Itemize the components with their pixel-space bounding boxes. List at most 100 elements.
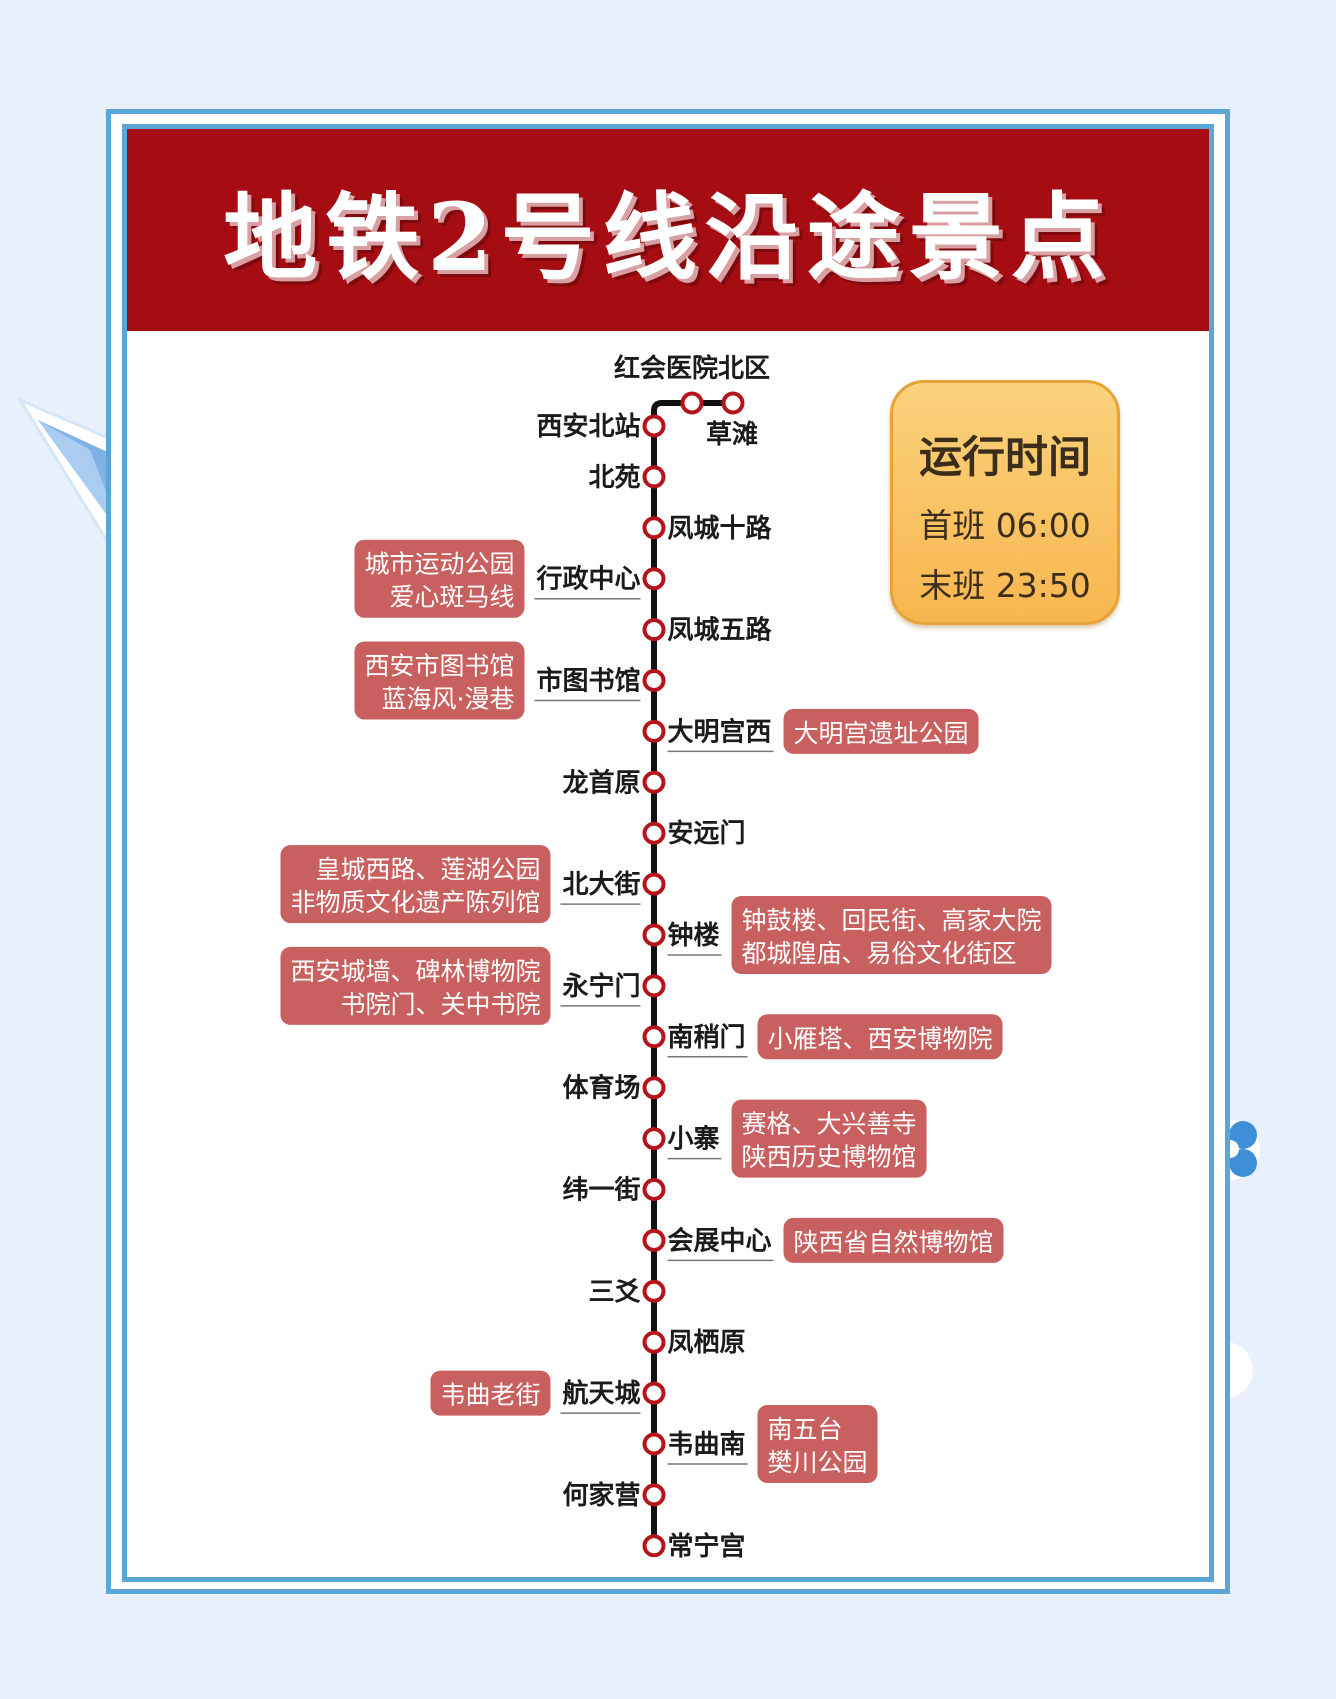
poi-text: 西安市图书馆 <box>364 652 514 681</box>
station-marker-16 <box>642 1228 666 1252</box>
poi-text: 韦曲老街 <box>440 1381 540 1410</box>
operating-hours-card: 运行时间 首班 06:00 末班 23:50 <box>890 380 1120 625</box>
metro-line-track <box>651 400 733 1546</box>
poi-text: 钟鼓楼、回民街、高家大院 <box>742 906 1042 935</box>
station-marker-1 <box>642 465 666 489</box>
station-marker-10 <box>642 923 666 947</box>
station-label: 大明宫西 <box>668 716 772 747</box>
poi-box-bg <box>354 539 525 618</box>
poi-box-bg <box>430 1370 551 1416</box>
poi-text: 蓝海风·漫巷 <box>382 685 515 714</box>
poi-box-bg <box>783 1217 1004 1263</box>
poi-text: 皇城西路、莲湖公园 <box>315 855 540 884</box>
station-label: 凤城五路 <box>668 615 773 646</box>
last-train-time: 23:50 <box>995 566 1091 605</box>
station-label: 永宁门 <box>562 971 640 1002</box>
station-label: 北大街 <box>562 870 640 900</box>
station-label: 会展中心 <box>668 1226 772 1256</box>
station-label: 韦曲南 <box>668 1430 746 1460</box>
poi-text: 西安城墙、碑林博物院 <box>290 957 540 986</box>
station-marker-14 <box>642 1127 666 1151</box>
station-marker-12 <box>642 1025 666 1049</box>
station-label: 三爻 <box>588 1277 640 1307</box>
poi-text: 赛格、大兴善寺 <box>742 1110 917 1139</box>
poi-box-bg <box>783 708 979 754</box>
station-marker-8 <box>642 821 666 845</box>
station-label: 体育场 <box>562 1073 640 1104</box>
station-marker-19 <box>642 1381 666 1405</box>
poi-box-bg <box>757 1405 878 1483</box>
poi-text: 城市运动公园 <box>364 550 514 579</box>
poi-text: 小雁塔、西安博物院 <box>768 1024 993 1053</box>
poi-text: 书院门、关中书院 <box>340 990 540 1019</box>
station-marker-caotan <box>680 391 704 415</box>
station-label: 常宁宫 <box>668 1531 746 1562</box>
poi-text: 都城隍庙、易俗文化街区 <box>742 939 1017 968</box>
poi-text: 爱心斑马线 <box>389 583 514 612</box>
poi-text: 非物质文化遗产陈列馆 <box>290 888 540 917</box>
station-marker-21 <box>642 1483 666 1507</box>
title-bar: 地铁2号线沿途景点 <box>127 129 1209 331</box>
poi-box-19: 韦曲老街 <box>430 1370 551 1416</box>
page-title: 地铁2号线沿途景点 <box>223 183 1113 293</box>
hours-title: 运行时间 <box>919 433 1091 483</box>
station-marker-9 <box>642 872 666 896</box>
station-label-terminal: 红会医院北区 <box>614 353 770 384</box>
first-train-row: 首班 06:00 <box>893 499 1117 547</box>
station-label: 小寨 <box>668 1124 720 1155</box>
station-label: 龙首原 <box>562 767 640 798</box>
poi-box-bg <box>757 1014 1003 1060</box>
first-train-label: 首班 <box>919 506 986 545</box>
station-label: 钟楼 <box>668 920 720 951</box>
station-label: 市图书馆 <box>536 666 640 697</box>
poi-box-bg <box>731 896 1052 974</box>
station-marker-17 <box>642 1279 666 1303</box>
station-marker-3 <box>642 567 666 591</box>
station-label: 行政中心 <box>535 564 640 595</box>
station-marker-7 <box>642 770 666 794</box>
poi-box-bg <box>280 845 551 924</box>
station-label-caotan: 草滩 <box>706 419 758 450</box>
station-label: 凤栖原 <box>668 1328 746 1358</box>
station-marker-4 <box>642 618 666 642</box>
poi-box-bg <box>280 946 551 1025</box>
poi-text: 南五台 <box>768 1415 843 1444</box>
station-marker-20 <box>642 1432 666 1456</box>
poi-text: 陕西省自然博物馆 <box>794 1228 994 1257</box>
poi-box-6: 大明宫遗址公园 <box>783 708 979 754</box>
poi-text: 陕西历史博物馆 <box>742 1143 917 1172</box>
station-marker-11 <box>642 974 666 998</box>
station-label: 纬一街 <box>562 1175 640 1206</box>
station-label: 南稍门 <box>668 1023 746 1053</box>
poi-box-12: 小雁塔、西安博物院 <box>757 1014 1003 1060</box>
first-train-time: 06:00 <box>995 506 1091 545</box>
poi-box-bg <box>354 641 525 720</box>
poi-text: 大明宫遗址公园 <box>794 719 969 748</box>
station-label: 凤城十路 <box>668 513 773 544</box>
paper-plane-decoration <box>16 396 127 576</box>
station-marker-5 <box>642 669 666 692</box>
station-marker-6 <box>642 719 666 743</box>
last-train-label: 末班 <box>919 566 986 605</box>
station-marker-15 <box>642 1178 666 1201</box>
station-marker-0 <box>642 414 666 438</box>
poi-box-16: 陕西省自然博物馆 <box>783 1217 1004 1263</box>
station-label: 航天城 <box>562 1378 640 1409</box>
poi-box-bg <box>731 1099 927 1178</box>
station-label: 北苑 <box>588 463 640 493</box>
station-marker-13 <box>642 1076 666 1100</box>
station-marker-2 <box>642 516 666 540</box>
station-marker-terminal <box>721 391 745 415</box>
poi-text: 樊川公园 <box>768 1448 868 1477</box>
station-marker-18 <box>642 1330 666 1354</box>
station-marker-22 <box>642 1534 666 1558</box>
station-label: 西安北站 <box>536 412 640 442</box>
